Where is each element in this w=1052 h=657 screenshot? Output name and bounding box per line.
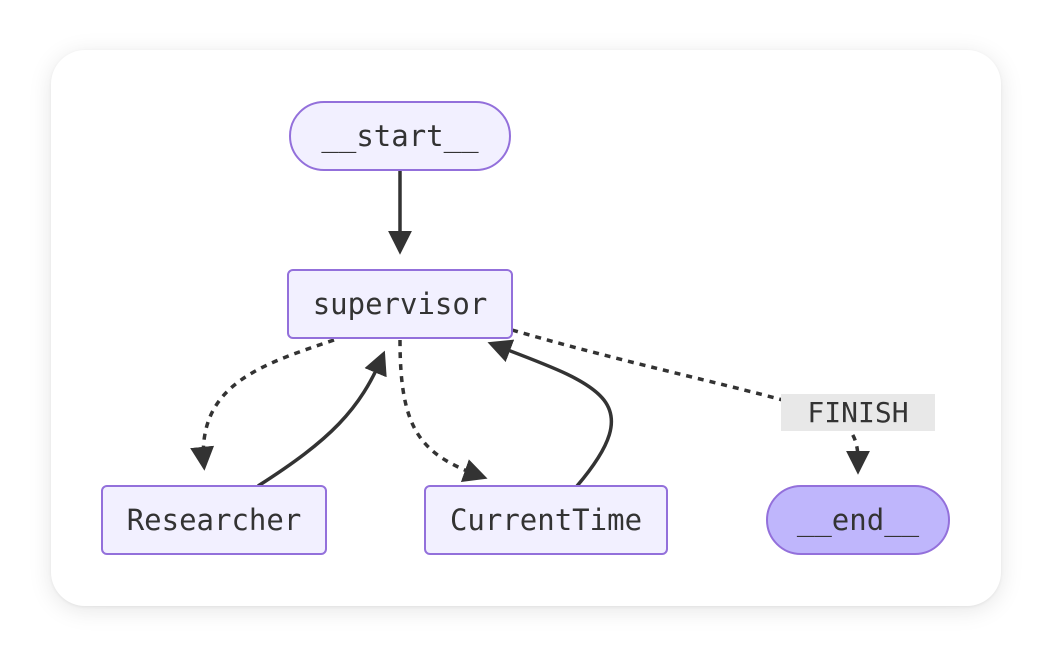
edge-supervisor-to-researcher <box>190 338 335 471</box>
node-researcher: Researcher <box>101 485 327 555</box>
node-currenttime-label: CurrentTime <box>450 503 642 537</box>
node-start: __start__ <box>289 101 511 171</box>
node-end-label: __end__ <box>797 503 920 538</box>
edges <box>190 171 871 488</box>
node-end: __end__ <box>766 485 950 555</box>
edge-supervisor-to-currenttime <box>398 339 488 482</box>
edge-label-finish: FINISH <box>781 394 935 431</box>
node-start-label: __start__ <box>321 119 479 154</box>
node-supervisor: supervisor <box>287 269 513 339</box>
node-researcher-label: Researcher <box>127 503 302 537</box>
edge-label-finish-text: FINISH <box>807 396 908 429</box>
node-supervisor-label: supervisor <box>313 287 488 321</box>
edge-currenttime-to-supervisor <box>487 339 613 488</box>
edge-researcher-to-supervisor <box>257 350 387 488</box>
node-currenttime: CurrentTime <box>424 485 668 555</box>
